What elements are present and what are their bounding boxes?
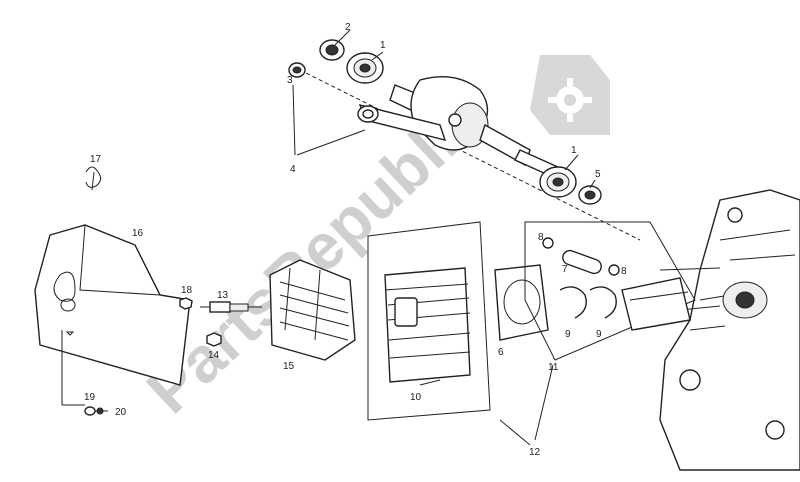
label-part-3: 3	[287, 75, 293, 86]
label-part-9b: 9	[596, 329, 602, 340]
label-part-1b: 1	[571, 145, 577, 156]
label-part-10: 10	[410, 392, 422, 403]
label-part-20: 20	[115, 407, 127, 418]
nut	[206, 332, 222, 347]
hook-17	[85, 166, 102, 191]
clip-18	[179, 297, 193, 310]
ring-3	[288, 62, 306, 78]
seal-top	[319, 39, 345, 61]
label-part-19: 19	[84, 392, 96, 403]
screw-19-20	[84, 406, 108, 416]
label-part-18: 18	[181, 285, 193, 296]
crankshaft	[299, 69, 641, 241]
label-part-12: 12	[529, 447, 541, 458]
label-part-14: 14	[208, 350, 220, 361]
cylinder	[367, 221, 491, 421]
label-part-2: 2	[345, 22, 351, 33]
label-part-13: 13	[217, 290, 229, 301]
gear-icon	[530, 55, 610, 135]
bearing-bottom	[539, 166, 577, 198]
label-part-1a: 1	[380, 40, 386, 51]
label-part-4: 4	[290, 164, 296, 175]
label-part-15: 15	[283, 361, 295, 372]
label-part-5: 5	[595, 169, 601, 180]
label-part-7: 7	[562, 264, 568, 275]
label-part-11: 11	[548, 362, 559, 373]
label-part-17: 17	[90, 154, 102, 165]
gasket	[494, 264, 549, 341]
seal-bottom	[578, 185, 602, 205]
crankcase	[659, 189, 800, 471]
bearing-top	[346, 52, 384, 84]
label-part-9a: 9	[565, 329, 571, 340]
spark-plug	[200, 301, 262, 313]
cylinder-head	[269, 259, 356, 361]
piston-kit	[524, 221, 696, 361]
label-part-16: 16	[132, 228, 144, 239]
leader-lines	[61, 29, 596, 446]
label-part-6: 6	[498, 347, 504, 358]
label-part-8b: 8	[621, 266, 627, 277]
label-part-8a: 8	[538, 232, 544, 243]
part-labels: 1 2 3 4 1 5 17 16 8 7 8 13 18 9 9 14 15 …	[84, 22, 627, 458]
cooling-cover	[34, 224, 191, 386]
